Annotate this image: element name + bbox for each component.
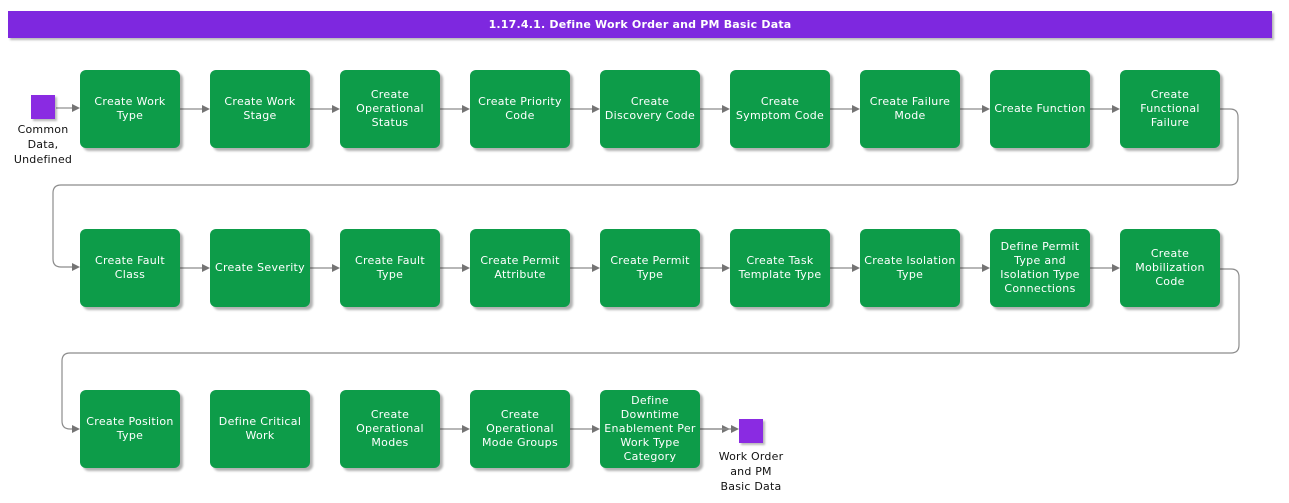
activity-box[interactable]: Create Failure Mode (860, 70, 960, 148)
activity-label: Create Task Template Type (738, 254, 822, 281)
activity-box[interactable]: Create Functional Failure (1120, 70, 1220, 148)
activity-box[interactable]: Define Critical Work (210, 390, 310, 468)
activity-box[interactable]: Create Symptom Code (730, 70, 830, 148)
activity-label: Create Fault Class (94, 254, 166, 281)
activity-label: Create Position Type (86, 415, 174, 442)
activity-box[interactable]: Create Operational Modes (340, 390, 440, 468)
activity-label: Create Operational Mode Groups (482, 408, 558, 449)
activity-label: Define Permit Type and Isolation Type Co… (1000, 240, 1080, 295)
activity-label: Create Work Stage (224, 95, 296, 122)
activity-label: Create Permit Type (610, 254, 690, 281)
activity-box[interactable]: Create Operational Status (340, 70, 440, 148)
activity-box[interactable]: Create Isolation Type (860, 229, 960, 307)
activity-box[interactable]: Create Task Template Type (730, 229, 830, 307)
activity-label: Create Work Type (94, 95, 166, 122)
activity-box[interactable]: Create Fault Type (340, 229, 440, 307)
activity-label: Define Downtime Enablement Per Work Type… (604, 394, 696, 463)
activity-box[interactable]: Create Operational Mode Groups (470, 390, 570, 468)
activity-label: Create Fault Type (354, 254, 426, 281)
activity-label: Create Permit Attribute (480, 254, 560, 281)
start-data-marker[interactable] (31, 95, 55, 119)
activity-box[interactable]: Create Fault Class (80, 229, 180, 307)
activity-label: Create Discovery Code (604, 95, 696, 122)
activity-box[interactable]: Create Work Type (80, 70, 180, 148)
activity-label: Create Operational Status (356, 88, 424, 129)
activity-label: Create Functional Failure (1140, 88, 1200, 129)
activity-label: Create Operational Modes (356, 408, 424, 449)
activity-label: Create Function (994, 102, 1086, 115)
activity-label: Create Isolation Type (864, 254, 956, 281)
start-data-label: Common Data, Undefined (13, 123, 73, 166)
diagram-title-bar: 1.17.4.1. Define Work Order and PM Basic… (8, 11, 1272, 38)
activity-label: Create Symptom Code (735, 95, 825, 122)
activity-box[interactable]: Create Mobilization Code (1120, 229, 1220, 307)
activity-box[interactable]: Create Discovery Code (600, 70, 700, 148)
activity-box[interactable]: Create Function (990, 70, 1090, 148)
end-data-marker[interactable] (739, 419, 763, 443)
diagram-title: 1.17.4.1. Define Work Order and PM Basic… (488, 18, 792, 31)
activity-box[interactable]: Define Downtime Enablement Per Work Type… (600, 390, 700, 468)
activity-label: Create Severity (215, 261, 305, 274)
activity-box[interactable]: Create Priority Code (470, 70, 570, 148)
activity-label: Create Failure Mode (869, 95, 951, 122)
activity-box[interactable]: Create Permit Attribute (470, 229, 570, 307)
end-data-label: Work Order and PM Basic Data (718, 450, 784, 493)
activity-label: Create Priority Code (478, 95, 562, 122)
activity-box[interactable]: Define Permit Type and Isolation Type Co… (990, 229, 1090, 307)
activity-label: Define Critical Work (218, 415, 302, 442)
activity-label: Create Mobilization Code (1135, 247, 1205, 288)
activity-box[interactable]: Create Severity (210, 229, 310, 307)
activity-box[interactable]: Create Permit Type (600, 229, 700, 307)
activity-box[interactable]: Create Work Stage (210, 70, 310, 148)
activity-box[interactable]: Create Position Type (80, 390, 180, 468)
